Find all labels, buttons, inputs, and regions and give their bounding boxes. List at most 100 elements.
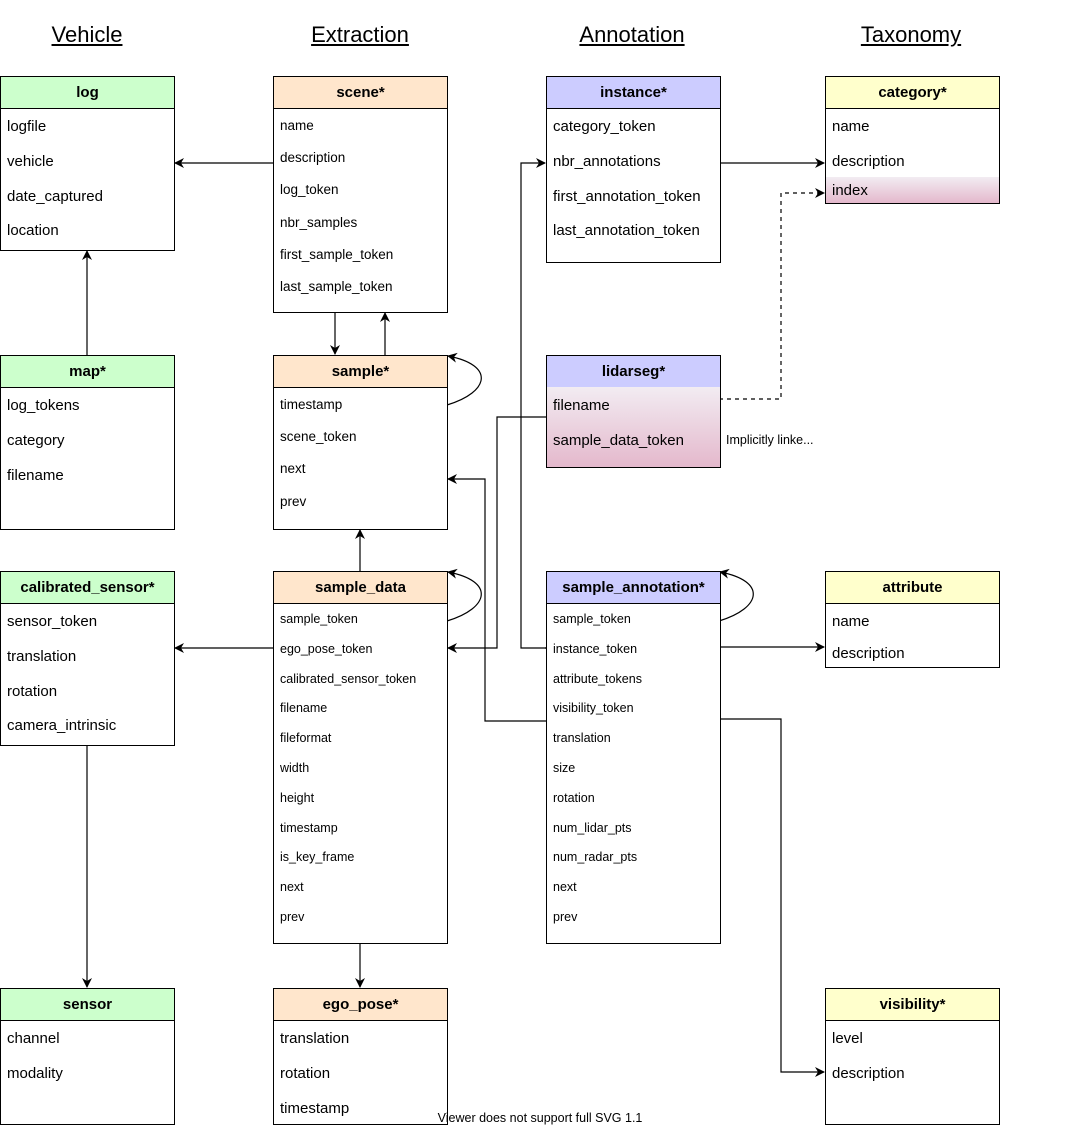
field-description: description (832, 152, 905, 170)
entity-category: category* name description index (825, 76, 1000, 204)
field-rotation: rotation (553, 791, 595, 805)
field-category-token: category_token (553, 117, 656, 135)
field-log-token: log_token (280, 181, 339, 197)
entity-lidarseg: lidarseg* filename sample_data_token (546, 355, 721, 468)
lidarseg-highlight (547, 387, 720, 467)
entity-instance-title: instance* (547, 77, 720, 109)
field-timestamp: timestamp (280, 396, 343, 412)
entity-log: log logfile vehicle date_captured locati… (0, 76, 175, 251)
entity-sample-annotation: sample_annotation* sample_token instance… (546, 571, 721, 944)
field-name: name (832, 117, 870, 135)
edge-sampleann-visibility (719, 718, 825, 1077)
field-prev: prev (280, 910, 305, 924)
field-filename: filename (7, 466, 64, 484)
entity-scene: scene* name description log_token nbr_sa… (273, 76, 448, 313)
field-height: height (280, 791, 315, 805)
group-title-vehicle: Vehicle (51, 22, 123, 47)
edge-sampleann-self (718, 568, 754, 622)
entity-attribute-title: attribute (826, 572, 999, 604)
entity-sample-annotation-title: sample_annotation* (547, 572, 720, 604)
field-next: next (280, 880, 304, 894)
entity-calibrated-sensor: calibrated_sensor* sensor_token translat… (0, 571, 175, 746)
entity-ego-pose-title: ego_pose* (274, 989, 447, 1021)
field-rotation: rotation (280, 1064, 331, 1082)
field-first-annotation-token: first_annotation_token (553, 187, 701, 205)
field-visibility-token: visibility_token (553, 701, 634, 715)
field-description: description (832, 644, 905, 662)
field-calibrated-sensor-token: calibrated_sensor_token (280, 672, 417, 686)
field-timestamp: timestamp (280, 1099, 350, 1117)
entity-sensor-title: sensor (1, 989, 174, 1021)
entity-sensor: sensor channel modality (0, 988, 175, 1125)
field-sample-data-token: sample_data_token (553, 431, 684, 449)
entity-visibility-title: visibility* (826, 989, 999, 1021)
entity-log-title: log (1, 77, 174, 109)
field-description: description (832, 1064, 905, 1082)
field-log-tokens: log_tokens (7, 396, 80, 414)
field-index: index (826, 177, 999, 203)
field-timestamp: timestamp (280, 821, 338, 835)
field-sensor-token: sensor_token (7, 612, 98, 630)
entity-attribute: attribute name description (825, 571, 1000, 668)
field-logfile: logfile (7, 117, 47, 135)
field-date-captured: date_captured (7, 187, 103, 205)
group-title-extraction: Extraction (311, 22, 409, 47)
entity-sample-data: sample_data sample_token ego_pose_token … (273, 571, 448, 944)
entity-instance: instance* category_token nbr_annotations… (546, 76, 721, 263)
field-sample-token: sample_token (553, 612, 631, 626)
field-rotation: rotation (7, 682, 58, 700)
field-translation: translation (7, 647, 77, 665)
entity-calibrated-sensor-title: calibrated_sensor* (1, 572, 174, 604)
implicit-link-note: Implicitly linke... (726, 433, 814, 447)
entity-ego-pose: ego_pose* translation rotation timestamp (273, 988, 448, 1125)
field-sample-token: sample_token (280, 612, 358, 626)
field-ego-pose-token: ego_pose_token (280, 642, 373, 656)
field-num-lidar-pts: num_lidar_pts (553, 821, 632, 835)
field-last-annotation-token: last_annotation_token (553, 221, 700, 239)
field-num-radar-pts: num_radar_pts (553, 850, 638, 864)
entity-visibility: visibility* level description (825, 988, 1000, 1125)
field-first-sample-token: first_sample_token (280, 246, 394, 262)
group-title-annotation: Annotation (579, 22, 685, 47)
field-attribute-tokens: attribute_tokens (553, 672, 642, 686)
field-modality: modality (7, 1064, 63, 1082)
field-last-sample-token: last_sample_token (280, 278, 393, 294)
field-translation: translation (553, 731, 611, 745)
field-is-key-frame: is_key_frame (280, 850, 355, 864)
field-prev: prev (280, 493, 307, 509)
field-vehicle: vehicle (7, 152, 54, 170)
field-size: size (553, 761, 576, 775)
field-instance-token: instance_token (553, 642, 638, 656)
field-channel: channel (7, 1029, 60, 1047)
entity-scene-title: scene* (274, 77, 447, 109)
edge-lidarseg-sampledata (447, 416, 546, 653)
edge-lidarseg-category (719, 188, 825, 400)
group-title-taxonomy: Taxonomy (860, 22, 962, 47)
field-filename: filename (553, 396, 610, 414)
field-width: width (280, 761, 310, 775)
entity-sample: sample* timestamp scene_token next prev (273, 355, 448, 530)
field-filename: filename (280, 701, 328, 715)
field-nbr-annotations: nbr_annotations (553, 152, 661, 170)
svg-support-footer: Viewer does not support full SVG 1.1 (437, 1111, 643, 1125)
edge-sampledata-self (446, 568, 482, 622)
edge-sampleann-sample (447, 474, 546, 722)
edge-sampleann-instance (520, 158, 554, 653)
field-scene-token: scene_token (280, 428, 357, 444)
field-next: next (280, 460, 306, 476)
edge-sample-self (446, 352, 482, 406)
field-translation: translation (280, 1029, 350, 1047)
entity-category-title: category* (826, 77, 999, 109)
entity-sample-title: sample* (274, 356, 447, 388)
field-description: description (280, 149, 346, 165)
entity-lidarseg-title: lidarseg* (547, 356, 720, 388)
field-nbr-samples: nbr_samples (280, 214, 358, 230)
field-category: category (7, 431, 65, 449)
field-name: name (832, 612, 870, 630)
field-level: level (832, 1029, 863, 1047)
entity-sample-data-title: sample_data (274, 572, 447, 604)
field-fileformat: fileformat (280, 731, 332, 745)
field-name: name (280, 117, 314, 133)
field-location: location (7, 221, 59, 239)
